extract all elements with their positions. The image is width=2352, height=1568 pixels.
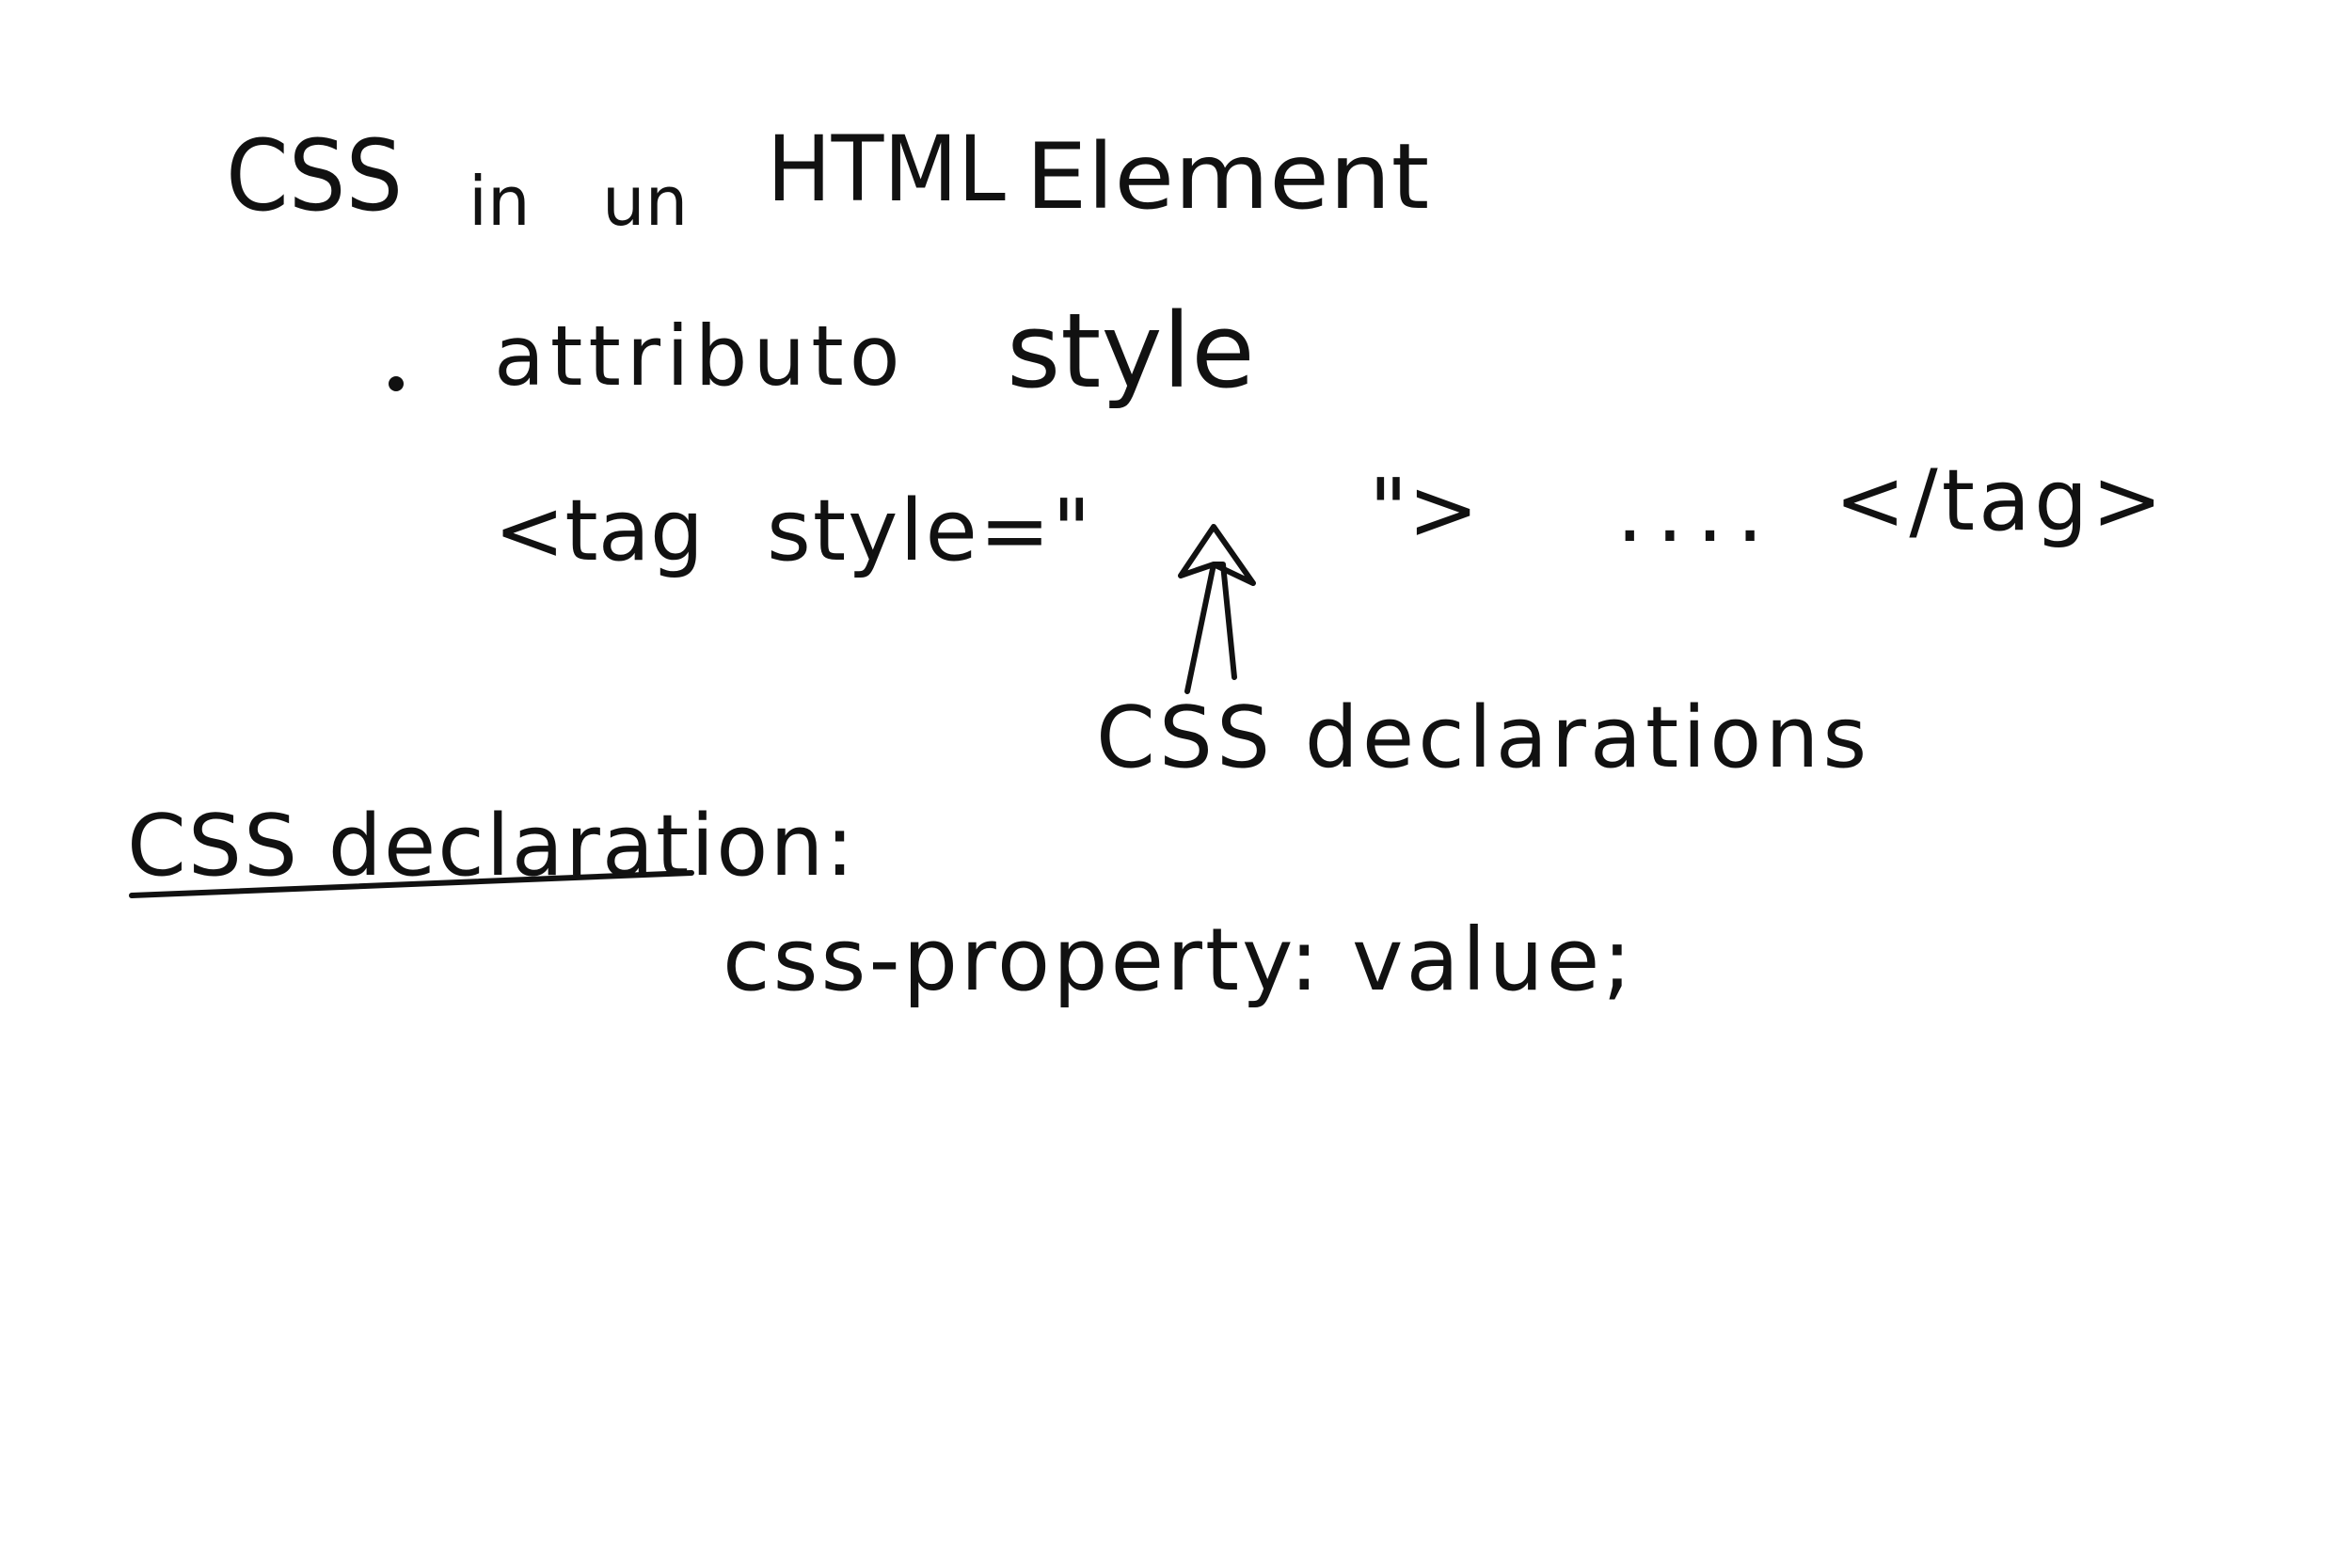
syntax-ellipsis: ....: [1616, 463, 1777, 562]
syntax-close-quote: ">: [1369, 461, 1479, 560]
title-element: Element: [1025, 124, 1430, 230]
syntax-tag-open: <tag: [494, 482, 704, 580]
title-in: in: [469, 162, 531, 241]
title-un: un: [602, 162, 689, 241]
title-html: HTML: [767, 117, 1006, 222]
annotation-css-declarations: CSS declarations: [1096, 689, 1871, 787]
bullet-dot: [389, 376, 404, 391]
title-css: CSS: [226, 119, 404, 233]
syntax-style-attribute: style=": [767, 482, 1093, 580]
syntax-tag-close: </tag>: [1835, 451, 2167, 550]
declaration-rule: css-property: value;: [723, 910, 1635, 1010]
bullet-style: style: [1007, 291, 1255, 411]
bullet-attributo: attributo: [494, 308, 906, 404]
declaration-heading: CSS declaration:: [127, 797, 856, 895]
up-arrow-icon: [1178, 524, 1256, 694]
